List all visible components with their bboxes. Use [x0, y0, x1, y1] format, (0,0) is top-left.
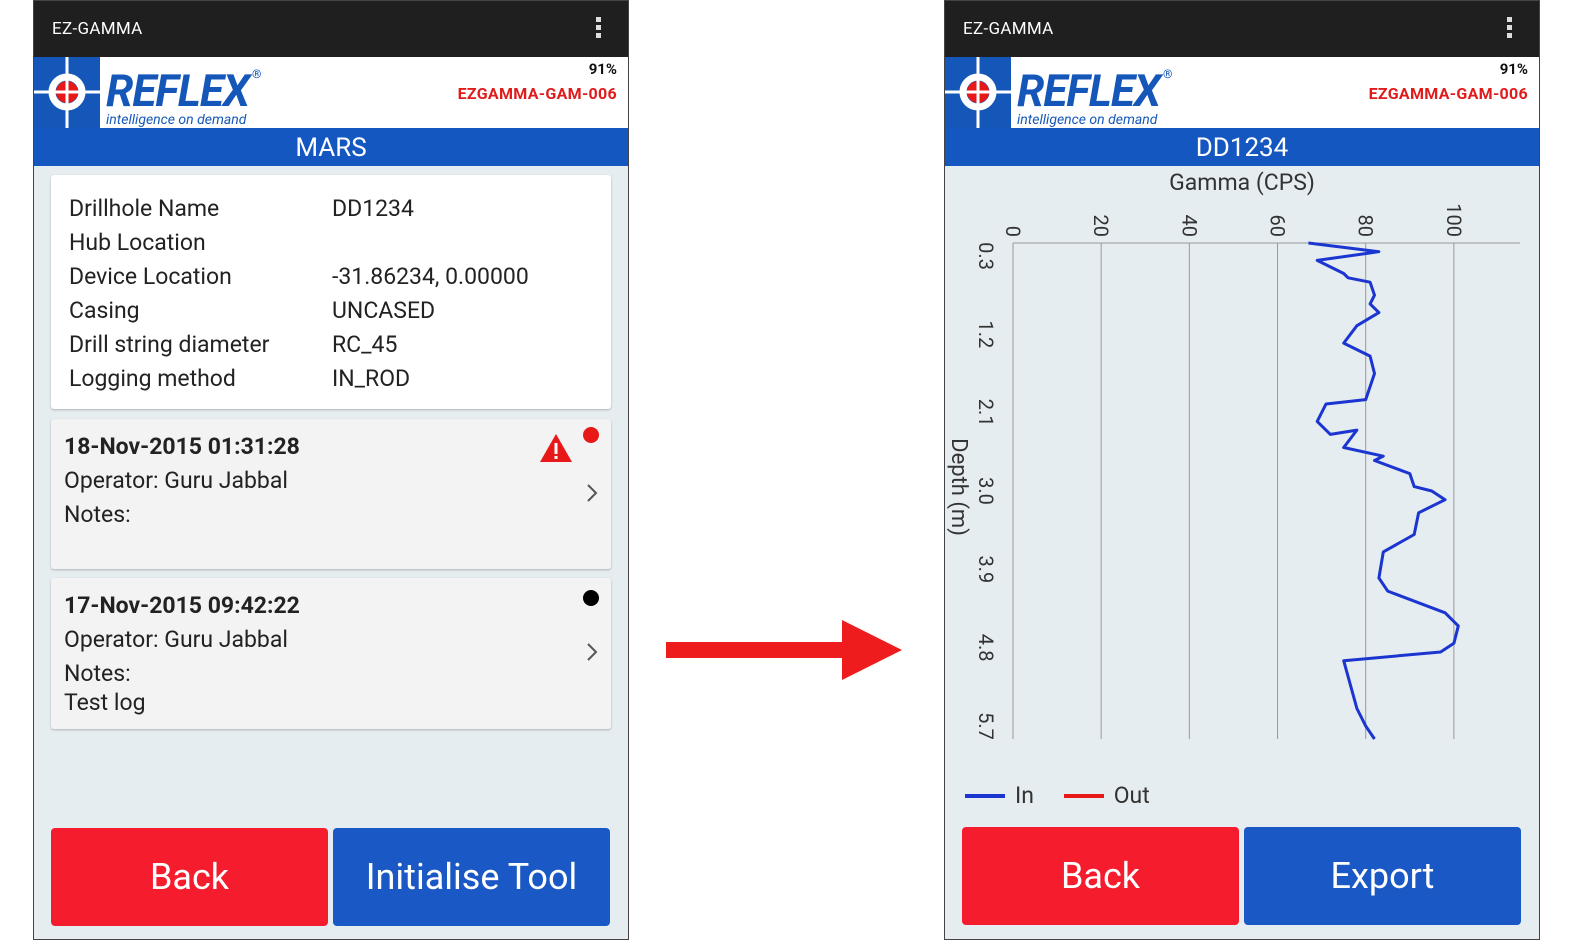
gamma-depth-chart: 0 20 40 60 80 100 0.3 1.2 2.1 3.0 3.9 4.8 5.7 Depth (…: [946, 203, 1520, 740]
info-value: RC_45: [332, 331, 398, 358]
overflow-menu-icon[interactable]: [1507, 17, 1513, 41]
back-button[interactable]: Back: [51, 828, 328, 926]
app-title: EZ-GAMMA: [963, 19, 1054, 39]
brand-name: REFLEX: [106, 65, 250, 117]
app-title: EZ-GAMMA: [52, 19, 143, 39]
page-title: MARS: [34, 128, 628, 166]
info-value: IN_ROD: [332, 365, 411, 392]
info-value: UNCASED: [332, 297, 436, 324]
status-dot-icon: [583, 590, 599, 606]
y-tick-label: 4.8: [974, 634, 998, 662]
tool-id: EZGAMMA-GAM-006: [1368, 84, 1528, 103]
log-operator: Operator: Guru Jabbal: [64, 467, 288, 494]
brand-bar: REFLEX ® intelligence on demand 91% EZGA…: [34, 57, 628, 128]
info-label: Device Location: [69, 263, 232, 290]
y-tick-label: 3.0: [974, 477, 998, 505]
reflex-crosshair-logo-icon: [945, 57, 1011, 128]
chevron-right-icon: [587, 484, 598, 502]
y-tick-label: 3.9: [974, 555, 998, 583]
legend-label-in: In: [1015, 782, 1034, 810]
page-title: DD1234: [945, 128, 1539, 166]
x-tick-label: 80: [1354, 215, 1378, 237]
info-value: -31.86234, 0.00000: [332, 263, 529, 290]
log-date: 18-Nov-2015 01:31:28: [64, 433, 300, 460]
log-notes-label: Notes:: [64, 660, 131, 687]
warning-icon: [540, 434, 572, 462]
brand-name: REFLEX: [1017, 65, 1161, 117]
app-bar: EZ-GAMMA: [945, 1, 1539, 57]
y-tick-label: 0.3: [974, 242, 998, 270]
log-notes-label: Notes:: [64, 501, 131, 528]
overflow-menu-icon[interactable]: [596, 17, 602, 41]
x-tick-label: 40: [1177, 215, 1201, 237]
chart-legend: In Out: [965, 781, 1150, 809]
x-tick-label: 100: [1442, 203, 1466, 237]
legend-swatch-in: [965, 793, 1005, 798]
transition-arrow-icon: [666, 620, 902, 680]
info-label: Hub Location: [69, 229, 206, 256]
log-operator: Operator: Guru Jabbal: [64, 626, 288, 653]
app-bar: EZ-GAMMA: [34, 1, 628, 57]
log-item[interactable]: 18-Nov-2015 01:31:28 Operator: Guru Jabb…: [51, 419, 611, 569]
drillhole-info-card: Drillhole Name DD1234 Hub Location Devic…: [51, 175, 611, 409]
log-notes-text: Test log: [64, 689, 146, 716]
device-screen-left: EZ-GAMMA REFLEX ® intelligence on demand…: [33, 0, 629, 940]
initialise-tool-button[interactable]: Initialise Tool: [333, 828, 610, 926]
brand-tagline: intelligence on demand: [1017, 112, 1158, 128]
x-tick-label: 60: [1266, 215, 1290, 237]
back-button[interactable]: Back: [962, 827, 1239, 925]
legend-swatch-out: [1063, 793, 1104, 798]
info-value: DD1234: [332, 195, 414, 222]
battery-level: 91%: [588, 60, 617, 78]
status-dot-icon: [583, 427, 599, 443]
export-button[interactable]: Export: [1244, 827, 1521, 925]
x-tick-label: 0: [1001, 226, 1025, 237]
info-label: Casing: [69, 297, 140, 324]
device-screen-right: EZ-GAMMA REFLEX ® intelligence on demand…: [944, 0, 1540, 940]
x-tick-label: 20: [1089, 215, 1113, 237]
brand-registered: ®: [1163, 67, 1173, 81]
info-label: Drillhole Name: [69, 195, 220, 222]
y-axis-title: Depth (m): [946, 438, 971, 536]
tool-id: EZGAMMA-GAM-006: [457, 84, 617, 103]
info-label: Logging method: [69, 365, 236, 392]
battery-level: 91%: [1499, 60, 1528, 78]
info-label: Drill string diameter: [69, 331, 270, 358]
brand-bar: REFLEX ® intelligence on demand 91% EZGA…: [945, 57, 1539, 128]
brand-tagline: intelligence on demand: [106, 112, 247, 128]
chart-title: Gamma (CPS): [1169, 169, 1315, 196]
legend-label-out: Out: [1113, 782, 1150, 810]
y-tick-label: 1.2: [974, 320, 998, 348]
log-date: 17-Nov-2015 09:42:22: [64, 592, 300, 619]
chevron-right-icon: [587, 643, 598, 661]
log-item[interactable]: 17-Nov-2015 09:42:22 Operator: Guru Jabb…: [51, 578, 611, 729]
y-tick-label: 2.1: [974, 399, 998, 427]
series-line-in: [1308, 241, 1460, 740]
reflex-crosshair-logo-icon: [34, 57, 100, 128]
brand-registered: ®: [252, 67, 262, 81]
y-tick-label: 5.7: [974, 712, 998, 740]
